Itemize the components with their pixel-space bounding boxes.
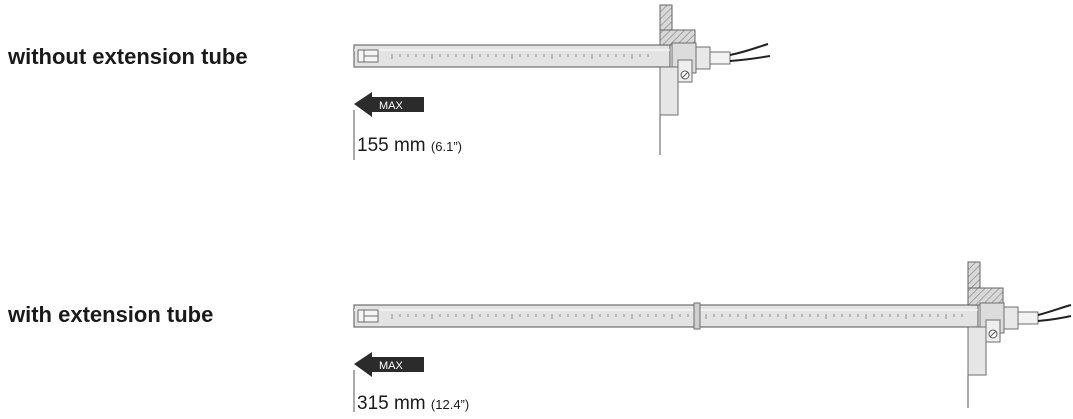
extension-joint: [693, 302, 701, 330]
cable-icon: [1037, 304, 1072, 316]
mounting-bracket: [659, 66, 679, 116]
scale-ticks: [391, 314, 963, 319]
length-inch: (12.4”): [430, 397, 470, 412]
probe-bottom: [353, 261, 1072, 412]
max-arrow-icon: [354, 352, 424, 377]
length-inch: (6.1”): [430, 139, 462, 154]
variant-label-with-extension: with extension tube: [8, 302, 214, 327]
cable-icon: [729, 43, 769, 56]
mounting-bracket: [967, 326, 987, 376]
max-label: MAX: [379, 100, 404, 112]
max-label: MAX: [379, 360, 404, 372]
length-dimension: 155 mm (6.1”): [357, 135, 462, 157]
max-arrow-icon: [354, 92, 424, 117]
length-mm: 155 mm: [357, 135, 426, 156]
scale-ticks: [391, 54, 649, 59]
probe-top: [353, 4, 771, 160]
length-dimension: 315 mm (12.4”): [357, 393, 469, 415]
variant-label-without-extension: without extension tube: [8, 44, 248, 69]
length-mm: 315 mm: [357, 393, 426, 414]
